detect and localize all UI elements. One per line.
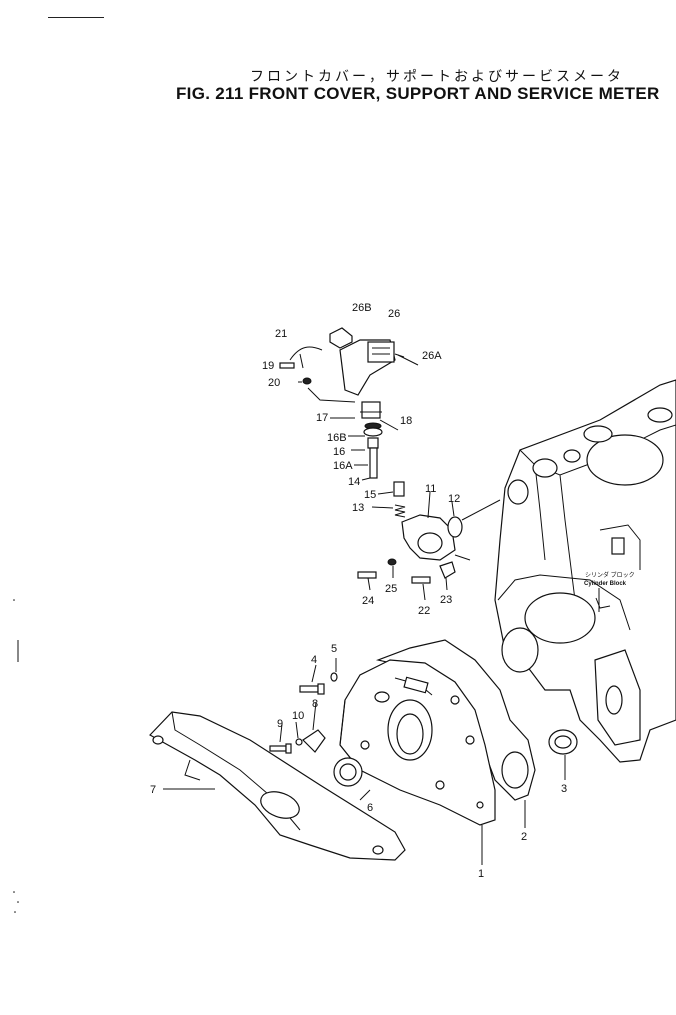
callouts: 26B 26 26A 21 19 20 17 18 16B 16 16A 14 … bbox=[150, 302, 567, 880]
callout-20: 20 bbox=[268, 377, 280, 389]
service-meter-assembly bbox=[279, 327, 501, 584]
callout-16: 16 bbox=[333, 446, 345, 458]
callout-1: 1 bbox=[478, 868, 484, 880]
title-japanese: フロントカバー，サポートおよびサービスメータ bbox=[250, 69, 624, 85]
rear-oil-seal bbox=[548, 729, 578, 755]
header-rule bbox=[48, 17, 104, 18]
callout-22: 22 bbox=[418, 605, 430, 617]
callout-26: 26 bbox=[388, 308, 400, 320]
callout-5: 5 bbox=[331, 643, 337, 655]
callout-24: 24 bbox=[362, 595, 374, 607]
callout-13: 13 bbox=[352, 502, 364, 514]
callout-10: 10 bbox=[292, 710, 304, 722]
callout-6: 6 bbox=[367, 802, 373, 814]
scan-marks bbox=[13, 599, 19, 913]
callout-25: 25 bbox=[385, 583, 397, 595]
cylinder-block-label-jp: シリンダ ブロック bbox=[585, 571, 635, 579]
callout-18: 18 bbox=[400, 415, 412, 427]
callout-2: 2 bbox=[521, 831, 527, 843]
callout-17: 17 bbox=[316, 412, 328, 424]
callout-23: 23 bbox=[440, 594, 452, 606]
callout-15: 15 bbox=[364, 489, 376, 501]
cylinder-block bbox=[494, 379, 676, 763]
front-cover bbox=[339, 659, 496, 865]
engine-support bbox=[149, 711, 406, 861]
callout-21: 21 bbox=[275, 328, 287, 340]
callout-7: 7 bbox=[150, 784, 156, 796]
callout-26b: 26B bbox=[352, 302, 372, 314]
cover-bolts bbox=[269, 672, 338, 754]
callout-3: 3 bbox=[561, 783, 567, 795]
callout-16a: 16A bbox=[333, 460, 353, 472]
front-oil-seal bbox=[333, 757, 363, 787]
title-english: FIG. 211 FRONT COVER, SUPPORT AND SERVIC… bbox=[176, 84, 660, 103]
callout-12: 12 bbox=[448, 493, 460, 505]
callout-14: 14 bbox=[348, 476, 360, 488]
cylinder-block-label-en: Cylinder Block bbox=[584, 581, 627, 587]
callout-8: 8 bbox=[312, 698, 318, 710]
callout-26a: 26A bbox=[422, 350, 442, 362]
callout-16b: 16B bbox=[327, 432, 347, 444]
callout-9: 9 bbox=[277, 718, 283, 730]
callout-19: 19 bbox=[262, 360, 274, 372]
callout-4: 4 bbox=[311, 654, 317, 666]
leader-lines bbox=[163, 354, 566, 828]
callout-11: 11 bbox=[425, 483, 436, 495]
